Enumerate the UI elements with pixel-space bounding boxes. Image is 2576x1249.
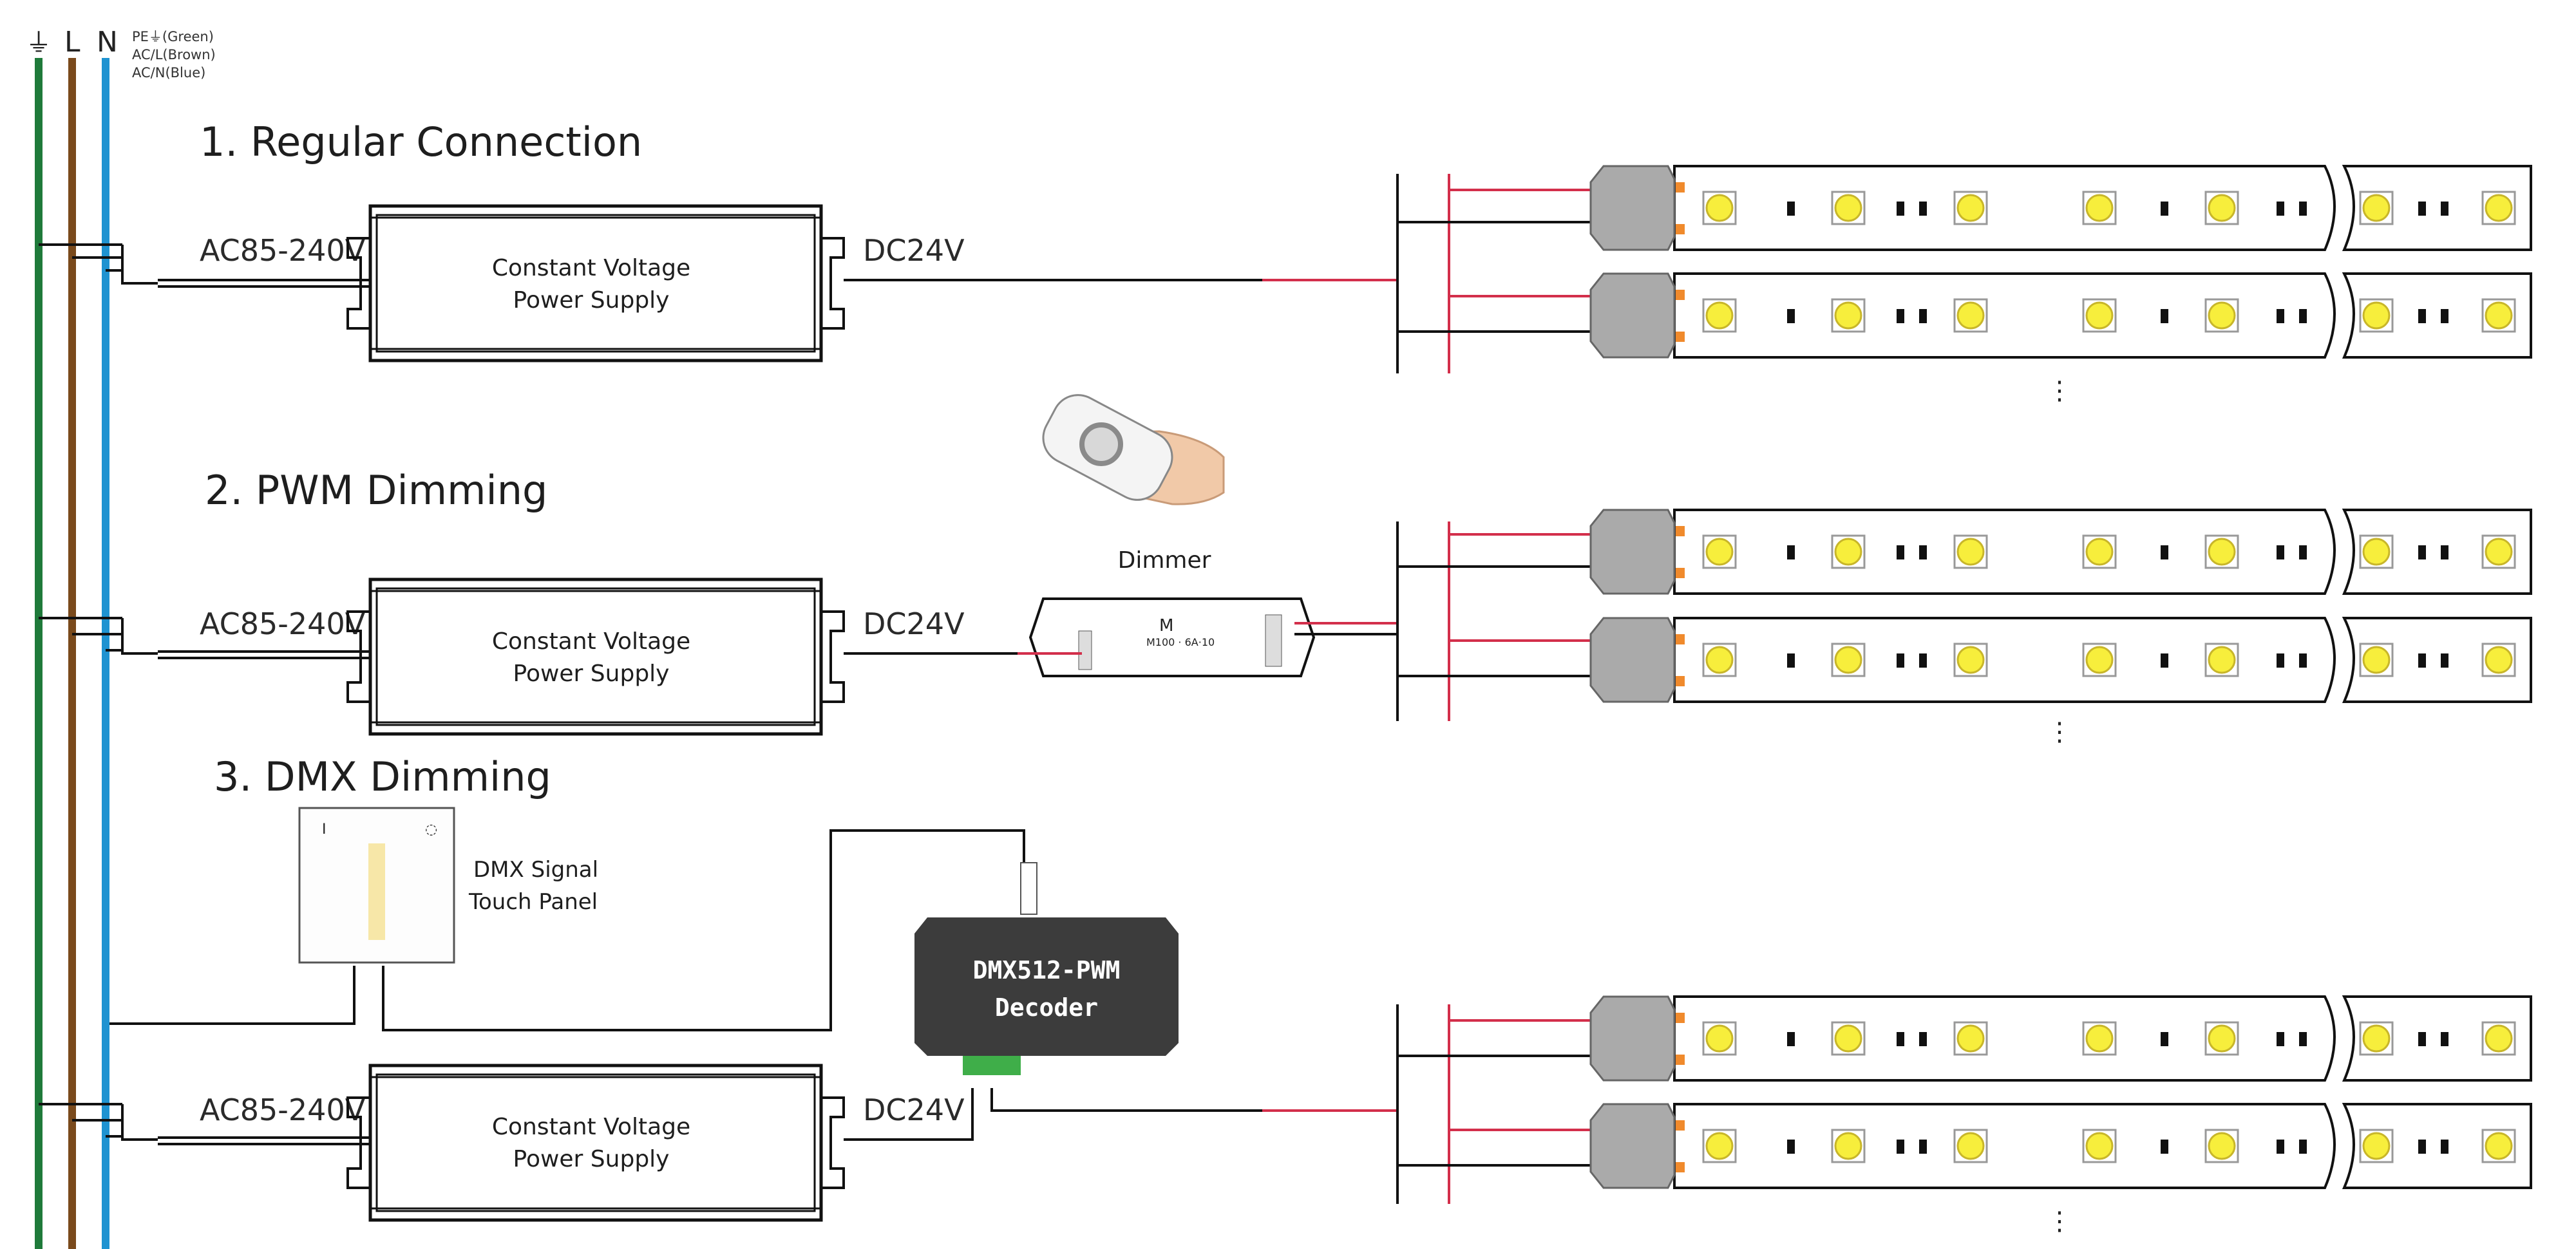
section-title-pwm: 2. PWM Dimming bbox=[205, 467, 547, 514]
remote-control-icon bbox=[1042, 394, 1225, 505]
legend-line: AC/L(Brown) bbox=[132, 47, 216, 62]
dc-output-label-3: DC24V bbox=[863, 1093, 965, 1127]
section-regular: AC85-240V Constant Voltage Power Supply … bbox=[39, 165, 2532, 406]
decoder-label-line1: DMX512-PWM bbox=[973, 956, 1121, 984]
ellipsis-icon: ⋮ bbox=[2047, 376, 2072, 406]
dc-output-label-2: DC24V bbox=[863, 606, 965, 641]
line-label: L bbox=[64, 26, 80, 59]
ellipsis-icon: ⋮ bbox=[2047, 717, 2072, 747]
mains-bus: ⏚ L N PE⏚(Green) AC/L(Brown) AC/N(Blue) bbox=[26, 26, 216, 1249]
psu-name-line2-3: Power Supply bbox=[513, 1146, 670, 1172]
svg-text:I: I bbox=[322, 822, 327, 838]
psu-name-line1: Constant Voltage bbox=[492, 255, 690, 281]
touch-panel-label-line1: DMX Signal bbox=[473, 857, 598, 883]
ellipsis-icon: ⋮ bbox=[2047, 1207, 2072, 1236]
touch-panel-label-line2: Touch Panel bbox=[468, 889, 598, 915]
psu-name-line2: Power Supply bbox=[513, 287, 670, 314]
decoder-label-line2: Decoder bbox=[995, 993, 1098, 1022]
neutral-label: N bbox=[97, 26, 118, 59]
dmx-decoder: DMX512-PWM Decoder bbox=[914, 862, 1179, 1075]
dc-output-label: DC24V bbox=[863, 233, 965, 268]
ac-input-label-2: AC85-240V bbox=[200, 606, 366, 641]
dimmer-label: Dimmer bbox=[1118, 547, 1211, 574]
svg-text:M100 · 6A·10: M100 · 6A·10 bbox=[1146, 636, 1215, 648]
section-title-dmx: 3. DMX Dimming bbox=[214, 753, 551, 800]
svg-text:◌: ◌ bbox=[425, 822, 437, 838]
section-dmx: I ◌ DMX Signal Touch Panel DMX512-PWM De… bbox=[39, 807, 2532, 1236]
legend-neutral: AC/N(Blue) bbox=[132, 65, 205, 80]
psu-name-line1-3: Constant Voltage bbox=[492, 1114, 690, 1140]
ac-input-label: AC85-240V bbox=[200, 233, 366, 268]
svg-text:M: M bbox=[1159, 616, 1173, 635]
section-pwm: AC85-240V Constant Voltage Power Supply … bbox=[39, 394, 2532, 747]
ac-input-label-3: AC85-240V bbox=[200, 1093, 366, 1127]
legend-earth: PE⏚(Green) bbox=[132, 29, 214, 44]
dimmer-box: M M100 · 6A·10 bbox=[1028, 597, 1316, 677]
psu-name-line2-2: Power Supply bbox=[513, 661, 670, 687]
touch-panel: I ◌ bbox=[298, 807, 455, 964]
psu-name-line1-2: Constant Voltage bbox=[492, 628, 690, 655]
earth-icon: ⏚ bbox=[26, 28, 52, 58]
section-title-regular: 1. Regular Connection bbox=[200, 118, 642, 165]
